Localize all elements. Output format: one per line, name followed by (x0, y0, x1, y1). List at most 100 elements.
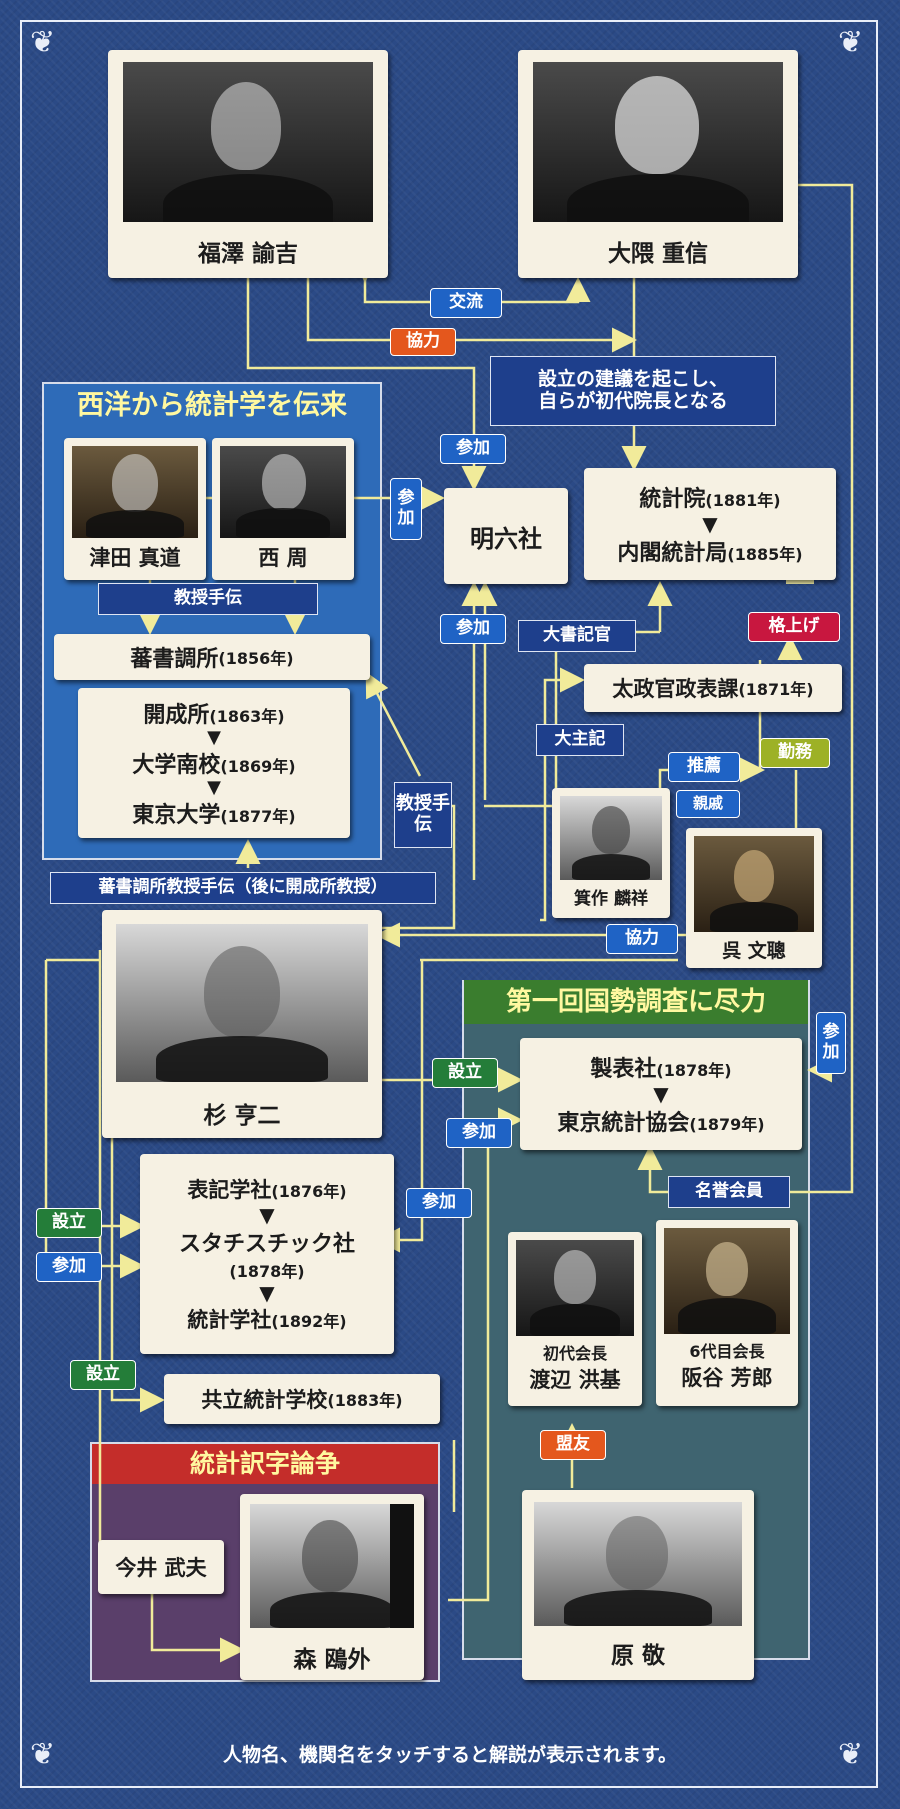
label-kyoju-tetsudai-vertical: 教授手伝 (394, 782, 452, 848)
person-role-sakatani: 6代目会長 (689, 1342, 765, 1361)
institution-toukeiin-year: (1881年) (705, 491, 781, 510)
person-name-tsuda: 津田 真道 (89, 546, 181, 570)
person-name-nishi: 西 周 (258, 546, 308, 570)
person-name-hara: 原 敬 (610, 1643, 665, 1669)
arrow-down-icon: ▼ (207, 777, 221, 798)
label-kinmu: 勤務 (760, 738, 830, 768)
label-sanka-seihyosha: 参加 (446, 1118, 512, 1148)
flourish-corner-icon: ❦ (838, 25, 864, 60)
institution-kaisei-year: (1863年) (209, 707, 285, 726)
panel-title-western: 西洋から統計学を伝来 (44, 384, 380, 428)
portrait-fukuzawa (123, 62, 373, 222)
label-sanka-vertical: 参加 (390, 478, 422, 540)
person-card-imai[interactable]: 今井 武夫 (98, 1540, 224, 1594)
person-card-sugi[interactable]: 杉 亨二 (102, 910, 382, 1138)
institution-bansho-name: 蕃書調所 (130, 647, 219, 672)
portrait-mori (250, 1504, 414, 1628)
person-card-fukuzawa[interactable]: 福澤 諭吉 (108, 50, 388, 278)
institution-hyoki-name: 表記学社 (187, 1178, 272, 1202)
portrait-watanabe (516, 1240, 634, 1336)
arrow-down-icon: ▼ (702, 512, 718, 536)
portrait-tsuda (72, 446, 198, 538)
person-name-sakatani: 阪谷 芳郎 (681, 1366, 773, 1390)
person-card-mori[interactable]: 森 鴎外 (240, 1494, 424, 1680)
person-name-okuma: 大隈 重信 (607, 241, 708, 267)
arrow-down-icon: ▼ (259, 1203, 275, 1227)
institution-dajokan-year: (1871年) (738, 680, 814, 699)
flourish-corner-icon: ❦ (30, 25, 56, 60)
flourish-corner-icon: ❦ (838, 1737, 864, 1772)
person-name-watanabe: 渡辺 洪基 (529, 1368, 621, 1392)
label-sugi-note: 蕃書調所教授手伝（後に開成所教授） (50, 872, 436, 904)
person-name-mori: 森 鴎外 (293, 1647, 371, 1673)
label-kakuage: 格上げ (748, 612, 840, 642)
footer-instruction: 人物名、機関名をタッチすると解説が表示されます。 (222, 1744, 678, 1766)
person-card-okuma[interactable]: 大隈 重信 (518, 50, 798, 278)
institution-meirokusha[interactable]: 明六社 (444, 488, 568, 584)
flourish-corner-icon: ❦ (30, 1737, 56, 1772)
institution-daigaku-nanko-name: 大学南校 (132, 753, 221, 778)
arrow-down-icon: ▼ (653, 1082, 669, 1106)
label-sanka-statistic: 参加 (406, 1188, 472, 1218)
label-sanka-meirokusha: 参加 (440, 434, 506, 464)
portrait-mitsukuri (560, 796, 662, 880)
institution-todai-name: 東京大学 (132, 803, 221, 828)
institution-seihyosha-name: 製表社 (590, 1057, 657, 1082)
note-okuma: 設立の建議を起こし、 自らが初代院長となる (490, 356, 776, 426)
portrait-hara (534, 1502, 742, 1626)
label-kyoryoku: 協力 (390, 328, 456, 356)
portrait-sakatani (664, 1228, 790, 1334)
institution-toukeigaku-year: (1892年) (271, 1312, 347, 1331)
label-shinseki: 親戚 (676, 790, 740, 818)
institution-kaisei-name: 開成所 (143, 703, 210, 728)
portrait-okuma (533, 62, 783, 222)
institution-naikaku-year: (1885年) (727, 545, 803, 564)
institution-kyoritsu-year: (1883年) (327, 1391, 403, 1410)
institution-todai-year: (1877年) (220, 807, 296, 826)
institution-kaisei-group[interactable]: 開成所(1863年) ▼ 大学南校(1869年) ▼ 東京大学(1877年) (78, 688, 350, 838)
label-kyoryoku-kure: 協力 (606, 924, 678, 954)
label-koryu: 交流 (430, 288, 502, 318)
institution-toukeigaku-name: 統計学社 (187, 1308, 272, 1332)
person-card-watanabe[interactable]: 初代会長 渡辺 洪基 (508, 1232, 642, 1406)
label-setsuritsu-hyoki: 設立 (36, 1208, 102, 1238)
person-card-mitsukuri[interactable]: 箕作 麟祥 (552, 788, 670, 918)
person-card-sakatani[interactable]: 6代目会長 阪谷 芳郎 (656, 1220, 798, 1406)
label-oshuki: 大主記 (536, 724, 624, 756)
institution-daigaku-nanko-year: (1869年) (220, 757, 296, 776)
arrow-down-icon: ▼ (259, 1281, 275, 1305)
institution-hyoki-group[interactable]: 表記学社(1876年) ▼ スタチスチック社 (1878年) ▼ 統計学社(18… (140, 1154, 394, 1354)
note-okuma-line-1: 設立の建議を起こし、 (537, 368, 728, 391)
institution-toukeiin-name: 統計院 (639, 487, 706, 512)
institution-toukeiin[interactable]: 統計院(1881年) ▼ 内閣統計局(1885年) (584, 468, 836, 580)
person-card-hara[interactable]: 原 敬 (522, 1490, 754, 1680)
person-name-imai: 今井 武夫 (115, 1556, 207, 1580)
person-name-sugi: 杉 亨二 (203, 1103, 281, 1129)
page-frame (20, 20, 878, 1788)
person-card-kure[interactable]: 呉 文聰 (686, 828, 822, 968)
portrait-nishi (220, 446, 346, 538)
institution-kyoritsu-name: 共立統計学校 (201, 1388, 328, 1412)
person-name-fukuzawa: 福澤 諭吉 (197, 241, 298, 267)
institution-dajokan-name: 太政官政表課 (612, 677, 739, 701)
panel-title-census: 第一回国勢調査に尽力 (464, 980, 808, 1024)
label-meiyu: 盟友 (540, 1430, 606, 1460)
institution-seihyosha[interactable]: 製表社(1878年) ▼ 東京統計協会(1879年) (520, 1038, 802, 1150)
institution-seihyosha-year: (1878年) (656, 1061, 732, 1080)
institution-dajokan[interactable]: 太政官政表課 (1871年) (584, 664, 842, 712)
institution-meirokusha-name: 明六社 (470, 524, 542, 553)
institution-bansho[interactable]: 蕃書調所 (1856年) (54, 634, 370, 680)
label-sanka-okuma: 参加 (816, 1012, 846, 1074)
institution-bansho-year: (1856年) (218, 649, 294, 668)
institution-statistic-year: (1878年) (229, 1262, 305, 1281)
person-card-nishi[interactable]: 西 周 (212, 438, 354, 580)
note-okuma-line-2: 自らが初代院長となる (538, 390, 728, 412)
institution-statistic-name: スタチスチック社 (178, 1232, 355, 1257)
institution-kyoritsu[interactable]: 共立統計学校 (1883年) (164, 1374, 440, 1424)
panel-title-translation: 統計訳字論争 (92, 1444, 438, 1484)
institution-naikaku-name: 内閣統計局 (617, 541, 728, 566)
institution-tokyo-toukei-name: 東京統計協会 (557, 1111, 690, 1136)
person-role-watanabe: 初代会長 (542, 1344, 607, 1363)
arrow-down-icon: ▼ (207, 727, 221, 748)
person-card-tsuda[interactable]: 津田 真道 (64, 438, 206, 580)
